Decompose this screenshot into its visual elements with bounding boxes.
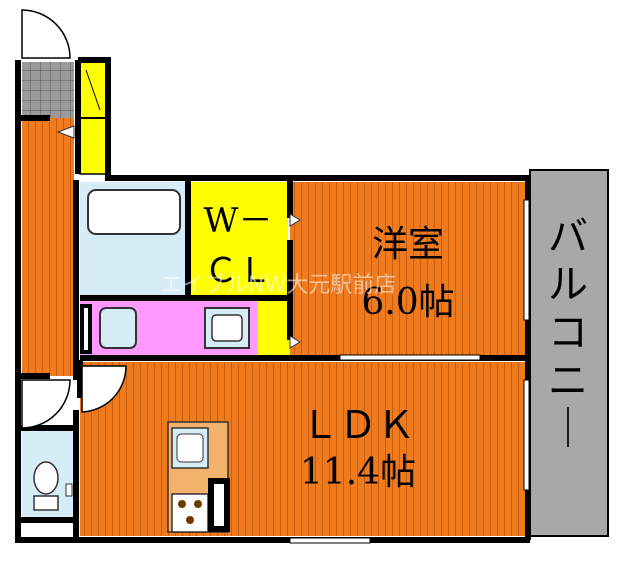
balcony-label-char: ニ [548,358,588,404]
western-room-size: 6.0帖 [361,282,454,323]
walk-in-closet [190,182,288,298]
balcony-label-char: コ [548,310,588,356]
toilet-icon [33,461,59,495]
ldk-label: ＬＤＫ [301,403,415,447]
bathtub-icon [87,189,181,235]
balcony-label: バルコニ｜ [548,214,588,452]
watermark: エイブルNW大元駅前店 [160,273,396,298]
ldk-floor [80,362,526,536]
washing-machine-icon [99,307,137,349]
closet-label-line1: W－ [204,201,273,241]
entrance-tile [22,62,74,118]
door-swings [21,9,127,429]
svg-text:バルコニ｜: バルコニ｜ [548,214,588,452]
corridor-floor [22,118,74,376]
western-room-floor [290,182,526,356]
balcony-area [529,169,609,537]
ldk-size: 11.4帖 [300,452,416,493]
western-room-label: 洋室 [372,224,444,265]
balcony-label-char: ｜ [548,406,588,452]
stove-icon [171,493,209,533]
closet-label-line2: ＣＬ [204,251,272,291]
balcony-label-char: バ [548,214,588,260]
balcony-label-char: ル [548,262,588,308]
